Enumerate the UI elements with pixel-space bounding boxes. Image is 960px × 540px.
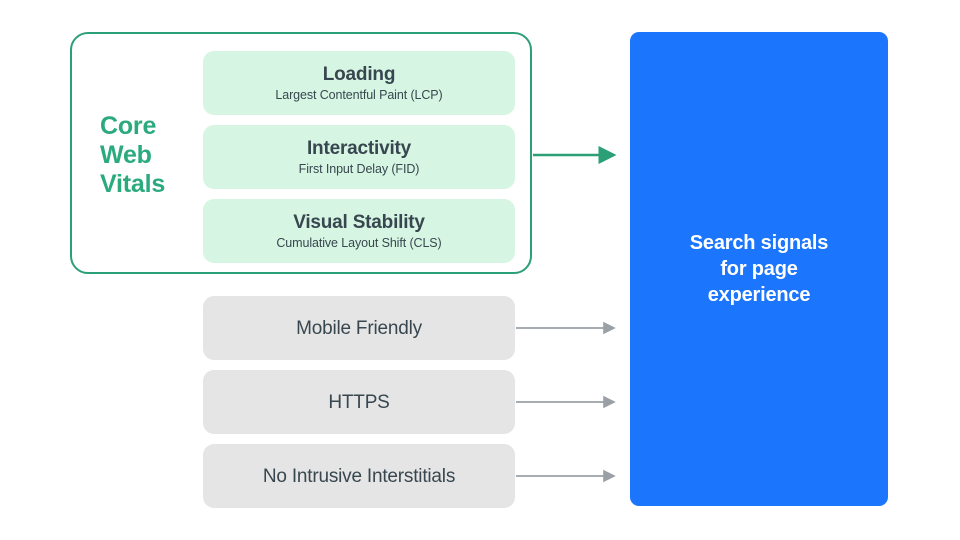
signal-card-mobile-friendly: Mobile Friendly: [203, 296, 515, 360]
metric-card-visual-stability: Visual Stability Cumulative Layout Shift…: [203, 199, 515, 263]
metric-title: Interactivity: [306, 137, 412, 159]
metric-card-interactivity: Interactivity First Input Delay (FID): [203, 125, 515, 189]
signal-title: No Intrusive Interstitials: [262, 465, 456, 487]
metric-subtitle: Cumulative Layout Shift (CLS): [276, 235, 442, 250]
metric-title: Visual Stability: [293, 211, 425, 233]
core-web-vitals-label: Core Web Vitals: [100, 112, 166, 198]
outcome-text: Search signals for page experience: [689, 232, 829, 306]
signal-title: Mobile Friendly: [296, 317, 422, 339]
signal-card-no-intrusive-interstitials: No Intrusive Interstitials: [203, 444, 515, 508]
metric-subtitle: First Input Delay (FID): [298, 161, 420, 176]
metric-title: Loading: [322, 63, 396, 85]
outcome-panel: Search signals for page experience: [630, 32, 888, 506]
metric-subtitle: Largest Contentful Paint (LCP): [275, 87, 443, 102]
signal-card-https: HTTPS: [203, 370, 515, 434]
signal-title: HTTPS: [328, 391, 390, 413]
metric-card-loading: Loading Largest Contentful Paint (LCP): [203, 51, 515, 115]
